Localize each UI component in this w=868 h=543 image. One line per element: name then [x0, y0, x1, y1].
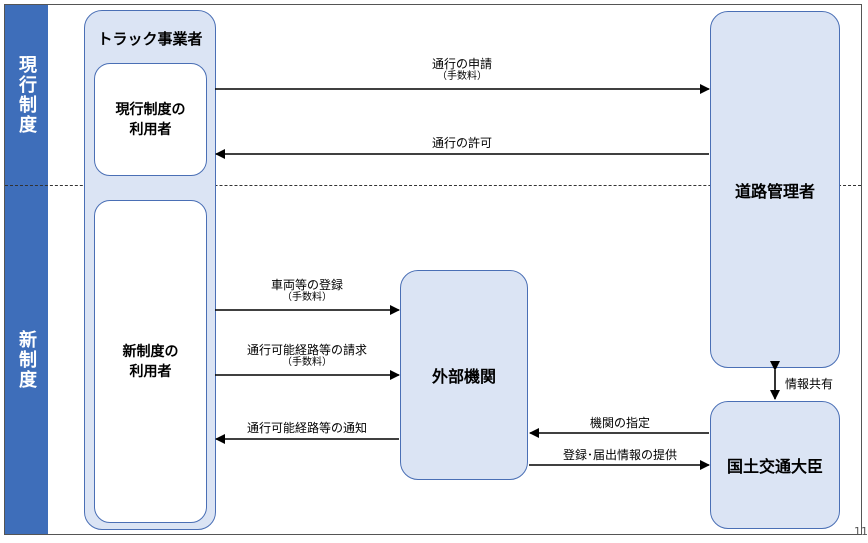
permit-label: 通行の許可 [431, 136, 492, 150]
route-notice-label: 通行可能経路等の通知 [246, 421, 367, 435]
diagram-frame [4, 4, 862, 535]
external-organization-box: 外部機関 [400, 270, 528, 480]
share-label: 情報共有 [785, 377, 834, 391]
provide-label: 登録･届出情報の提供 [562, 448, 677, 462]
register-label: 車両等の登録 （手数料） [270, 278, 343, 303]
current-system-user-box: 現行制度の 利用者 [94, 63, 207, 176]
trucking-operator-title: トラック事業者 [97, 30, 203, 48]
new-system-user-box: 新制度の 利用者 [94, 200, 207, 523]
page-number: 11 [854, 525, 868, 538]
minister-box: 国土交通大臣 [710, 401, 840, 529]
current-system-label: 現行制度 [16, 55, 37, 135]
sidebar [5, 5, 48, 534]
apply-label: 通行の申請 （手数料） [431, 57, 492, 82]
new-system-label: 新制度 [16, 330, 37, 390]
route-request-label: 通行可能経路等の請求 （手数料） [246, 343, 367, 368]
road-administrator-box: 道路管理者 [710, 11, 840, 368]
system-divider [5, 185, 861, 186]
designation-label: 機関の指定 [589, 416, 650, 430]
